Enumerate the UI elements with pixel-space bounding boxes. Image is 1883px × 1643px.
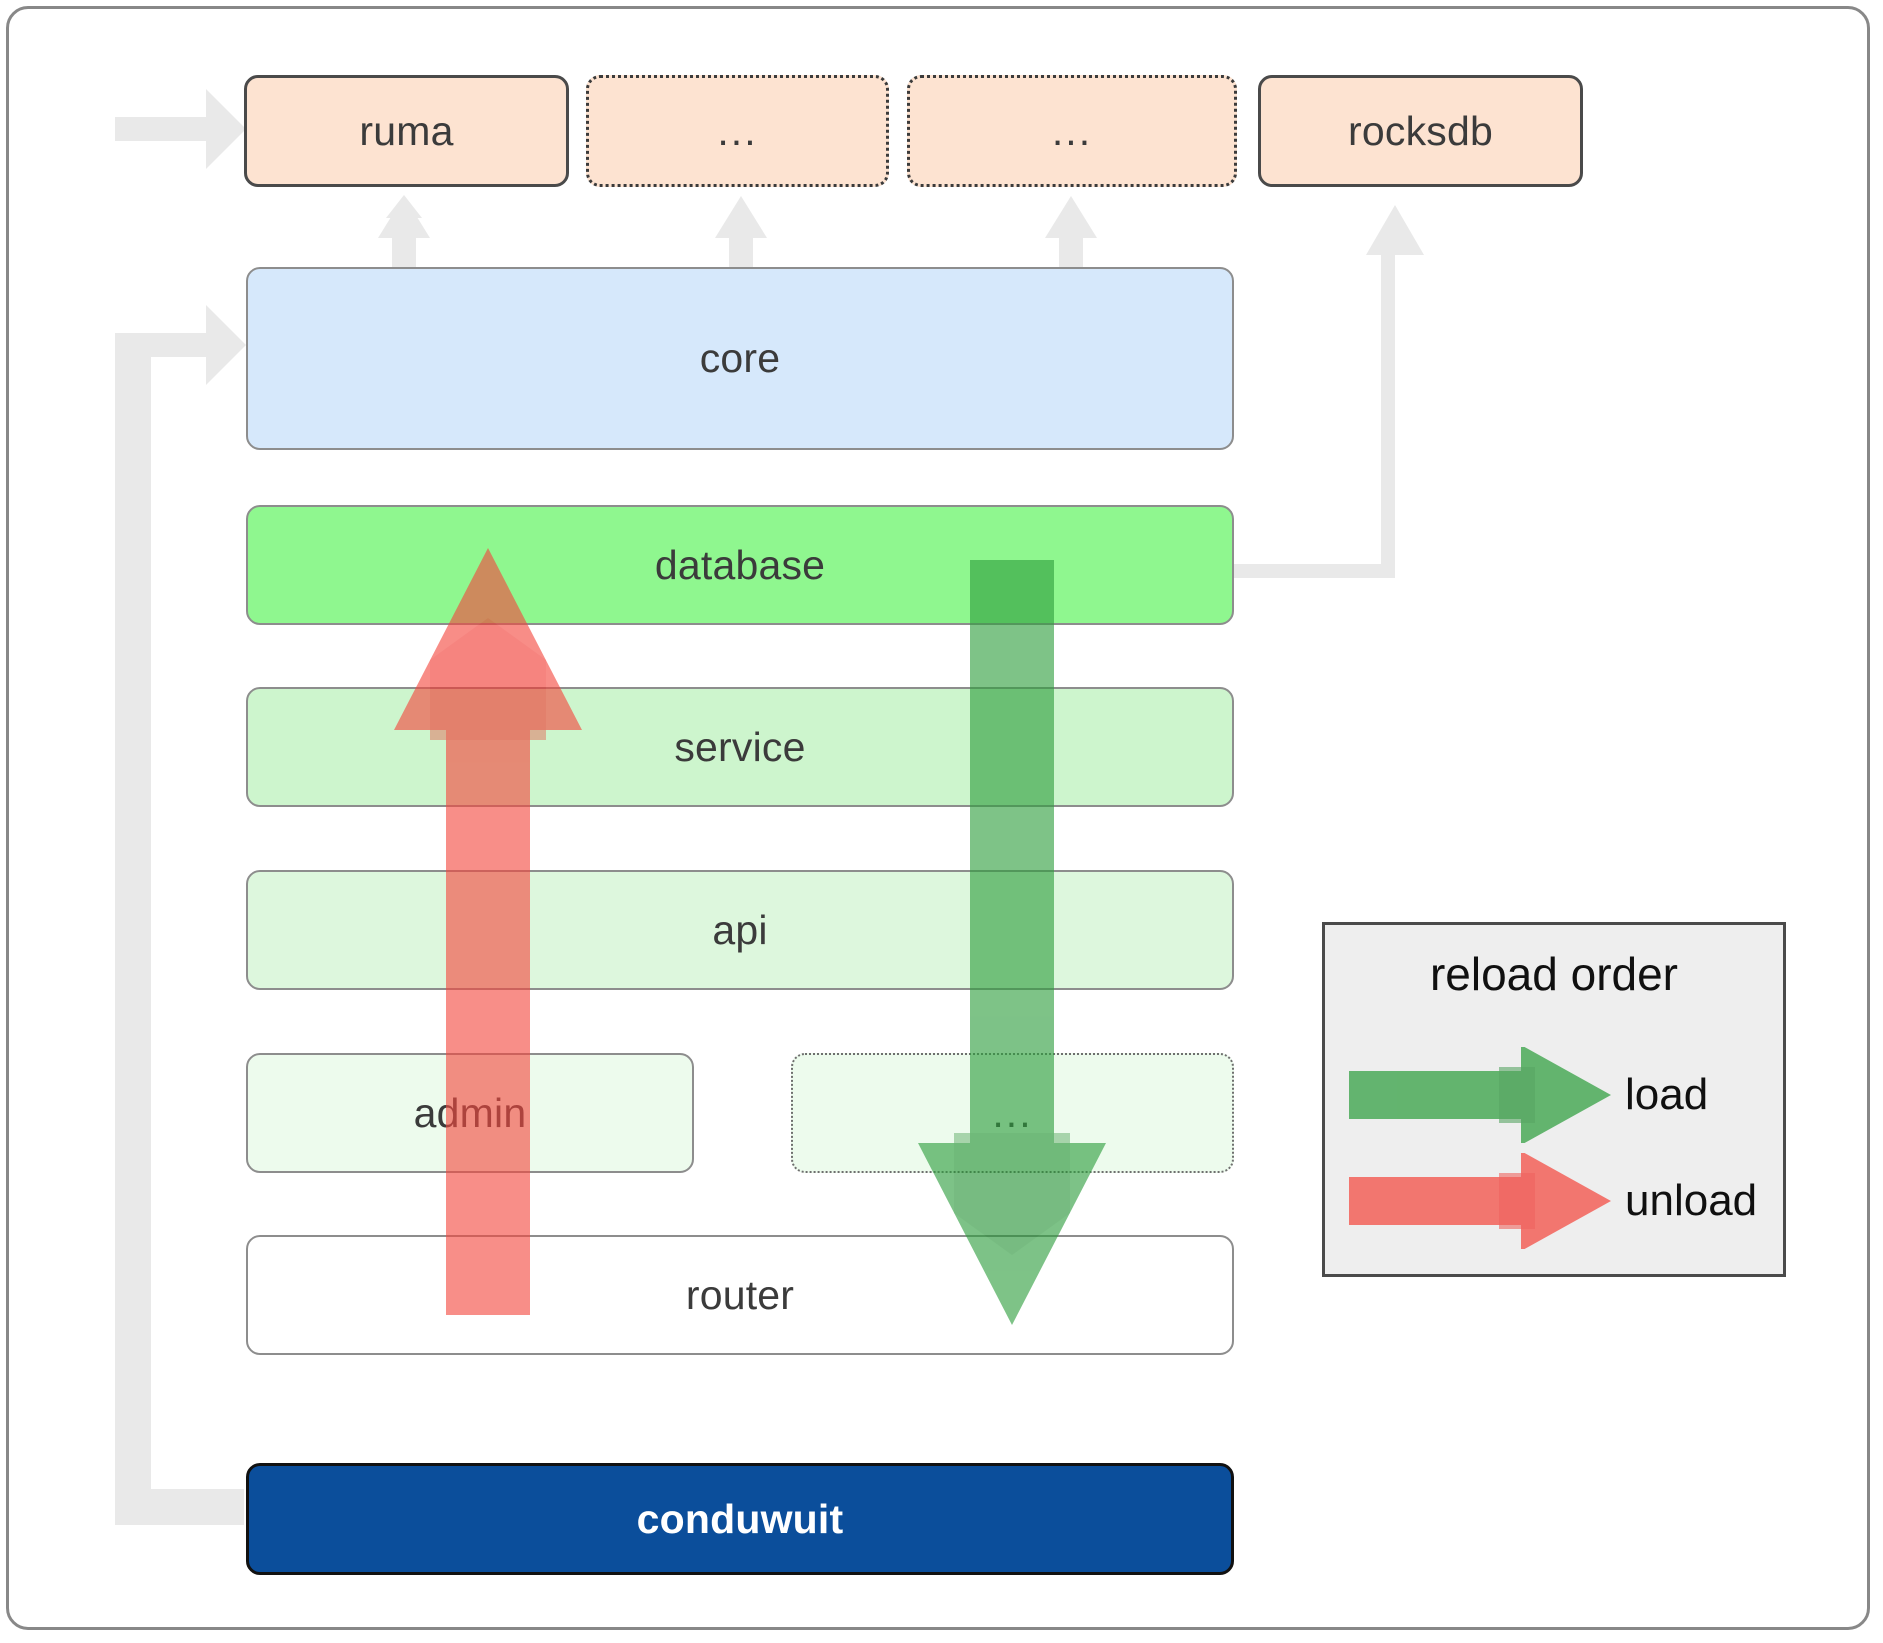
legend-unload-label: unload <box>1625 1176 1758 1225</box>
node-dep-placeholder-1-label: ... <box>717 107 758 154</box>
node-core[interactable]: core <box>246 267 1234 450</box>
node-dep-placeholder-2[interactable]: ... <box>907 75 1237 187</box>
legend-item-unload: unload <box>1325 1153 1783 1249</box>
node-service-label: service <box>674 723 806 770</box>
node-database[interactable]: database <box>246 505 1234 625</box>
unload-arrow-icon <box>1349 1153 1611 1249</box>
node-ruma[interactable]: ruma <box>244 75 569 187</box>
node-database-label: database <box>654 541 826 588</box>
node-conduwuit[interactable]: conduwuit <box>246 1463 1234 1575</box>
node-service[interactable]: service <box>246 687 1234 807</box>
node-dep-placeholder-2-label: ... <box>1051 107 1093 154</box>
legend-load-label: load <box>1625 1070 1709 1119</box>
node-core-label: core <box>699 335 781 381</box>
node-ruma-label: ruma <box>359 107 454 154</box>
node-admin-placeholder[interactable]: ... <box>791 1053 1234 1173</box>
legend-title: reload order <box>1429 948 1679 1000</box>
load-arrow-icon <box>1349 1047 1611 1143</box>
diagram-frame <box>6 6 1870 1630</box>
node-api[interactable]: api <box>246 870 1234 990</box>
node-api-label: api <box>712 906 768 953</box>
node-rocksdb[interactable]: rocksdb <box>1258 75 1583 187</box>
legend-panel: reload order load unload <box>1322 922 1786 1277</box>
legend-item-load: load <box>1325 1047 1783 1143</box>
node-admin[interactable]: admin <box>246 1053 694 1173</box>
node-conduwuit-label: conduwuit <box>636 1495 844 1542</box>
node-router[interactable]: router <box>246 1235 1234 1355</box>
node-admin-label: admin <box>413 1089 527 1136</box>
node-router-label: router <box>685 1271 795 1318</box>
node-rocksdb-label: rocksdb <box>1348 107 1493 154</box>
node-dep-placeholder-1[interactable]: ... <box>586 75 889 187</box>
node-admin-placeholder-label: ... <box>992 1089 1033 1136</box>
